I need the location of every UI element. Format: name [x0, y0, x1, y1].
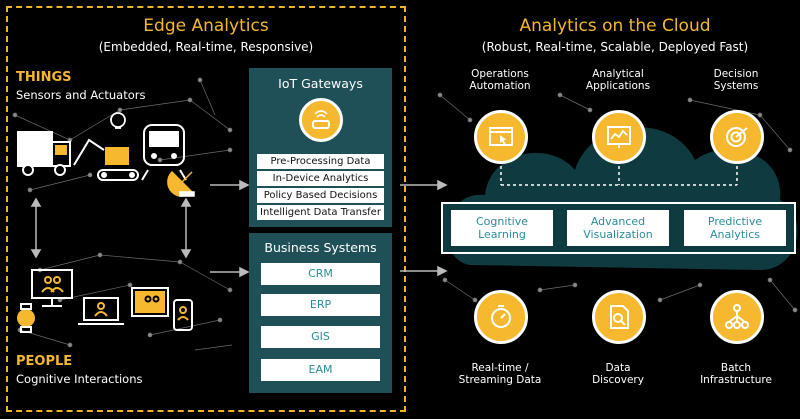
edge-to-panel-arrows — [210, 179, 250, 278]
panel-to-cloud-arrows — [400, 179, 448, 277]
target-icon — [710, 110, 764, 164]
hierarchy-icon — [710, 290, 764, 344]
truck-icon — [17, 131, 71, 176]
stopwatch-icon — [474, 290, 528, 344]
business-item-eam: EAM — [261, 359, 380, 381]
iot-gateways-panel: IoT Gateways Pre-Processing Data In-Devi… — [249, 68, 392, 227]
desktop-group-icon — [31, 269, 73, 307]
things-sublabel: Sensors and Actuators — [16, 88, 146, 102]
monitor-group-icon — [131, 287, 169, 317]
business-systems-panel: Business Systems CRM ERP GIS EAM — [249, 233, 392, 393]
business-item-crm: CRM — [261, 263, 380, 285]
browser-cursor-icon — [474, 110, 528, 164]
edge-analytics-frame — [6, 6, 406, 412]
lightbulb-icon — [110, 112, 126, 129]
business-item-gis: GIS — [261, 326, 380, 348]
excavator-icon — [73, 138, 139, 181]
document-search-icon — [592, 290, 646, 344]
gateway-item: Intelligent Data Transfer — [257, 205, 384, 220]
gateway-item: Pre-Processing Data — [257, 154, 384, 169]
gateway-item: Policy Based Decisions — [257, 188, 384, 203]
things-people-arrows — [30, 198, 192, 258]
iot-gateways-title: IoT Gateways — [278, 76, 363, 91]
business-systems-title: Business Systems — [264, 240, 377, 255]
people-icons — [17, 269, 193, 333]
router-icon — [299, 98, 343, 142]
satellite-dish-icon — [167, 170, 195, 197]
phone-icon — [173, 299, 193, 331]
watch-icon — [17, 303, 35, 333]
business-item-erp: ERP — [261, 294, 380, 316]
analytics-chart-icon — [592, 110, 646, 164]
edge-title: Edge Analytics — [143, 16, 269, 36]
gateway-item: In-Device Analytics — [257, 171, 384, 186]
things-label: THINGS — [16, 70, 72, 85]
laptop-icon — [78, 297, 124, 325]
cloud-title: Analytics on the Cloud — [519, 16, 711, 36]
train-icon — [141, 124, 187, 181]
edge-subtitle: (Embedded, Real-time, Responsive) — [98, 40, 314, 54]
people-sublabel: Cognitive Interactions — [16, 372, 143, 386]
things-icons — [17, 112, 195, 197]
people-label: PEOPLE — [16, 354, 73, 369]
bottom-label-streaming: Real-time /Streaming Data — [458, 362, 542, 386]
cloud-subtitle: (Robust, Real-time, Scalable, Deployed F… — [481, 40, 749, 54]
